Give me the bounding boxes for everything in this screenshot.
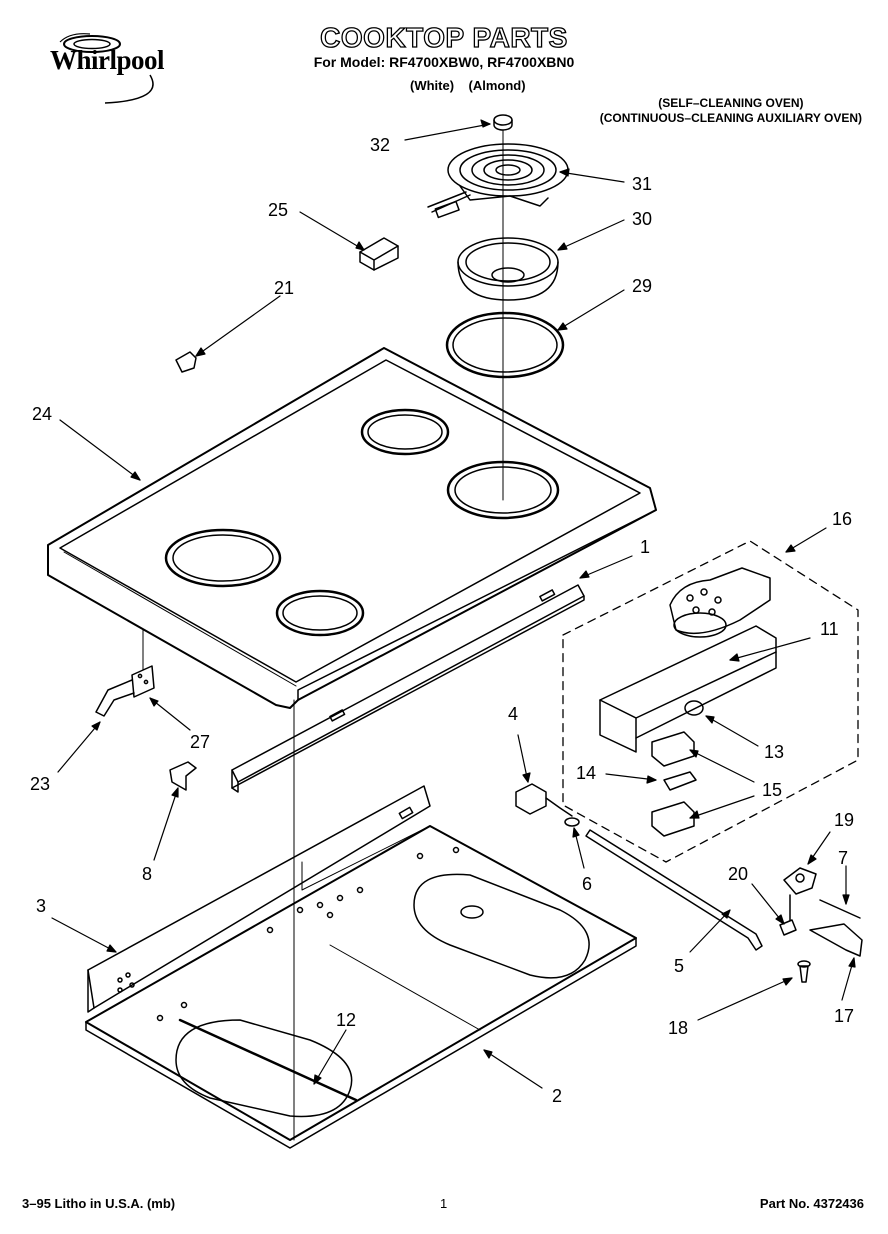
callout-3: 3 (36, 896, 46, 916)
callout-12: 12 (336, 1010, 356, 1030)
part-21-clip (175, 351, 197, 373)
callout-13: 13 (764, 742, 784, 762)
footer-page-number: 1 (440, 1196, 448, 1211)
color-white: (White) (410, 78, 455, 93)
callout-27: 27 (190, 732, 210, 752)
callout-14: 14 (576, 763, 596, 783)
oven-note-self-cleaning: (SELF–CLEANING OVEN) (658, 96, 804, 110)
part-2-bottom-pan (85, 825, 637, 1149)
part-5-rod (585, 829, 763, 951)
part-31-surface-element (427, 143, 569, 219)
callout-31: 31 (632, 174, 652, 194)
part-16-switch-assembly (562, 540, 859, 863)
oven-note-continuous: (CONTINUOUS–CLEANING AUXILIARY OVEN) (599, 111, 862, 125)
callout-21: 21 (274, 278, 294, 298)
color-almond: (Almond) (468, 78, 526, 93)
part-30-drip-bowl (457, 237, 559, 301)
callout-16: 16 (832, 509, 852, 529)
part-32-cap (493, 114, 513, 131)
part-24-cooktop (47, 347, 657, 709)
part-3-rear-channel (87, 785, 431, 1013)
callout-20: 20 (728, 864, 748, 884)
part-17-20-latch (779, 867, 863, 983)
model-colors: (White) (Almond) (410, 78, 526, 93)
part-4-6-lamp (515, 783, 580, 827)
callout-24: 24 (32, 404, 52, 424)
callout-32: 32 (370, 135, 390, 155)
footer-part-number: Part No. 4372436 (759, 1196, 864, 1211)
part-8-clip (169, 761, 197, 791)
oven-note: (SELF–CLEANING OVEN) (CONTINUOUS–CLEANIN… (600, 96, 862, 126)
callout-7: 7 (838, 848, 848, 868)
part-1-front-rail (231, 584, 585, 793)
callout-1: 1 (640, 537, 650, 557)
callout-17: 17 (834, 1006, 854, 1026)
callout-19: 19 (834, 810, 854, 830)
part-23-27-bracket (95, 665, 155, 717)
callout-5: 5 (674, 956, 684, 976)
part-12-wire (178, 1018, 358, 1102)
callout-25: 25 (268, 200, 288, 220)
brand-name: Whirlpool (50, 45, 165, 75)
callout-18: 18 (668, 1018, 688, 1038)
callout-2: 2 (552, 1086, 562, 1106)
callout-4: 4 (508, 704, 518, 724)
callout-30: 30 (632, 209, 652, 229)
callout-11: 11 (820, 619, 839, 639)
leader-lines (51, 119, 856, 1089)
footer-litho: 3–95 Litho in U.S.A. (mb) (22, 1196, 176, 1211)
callout-15: 15 (762, 780, 782, 800)
callout-23: 23 (30, 774, 50, 794)
part-29-trim-ring (445, 311, 565, 379)
brand-logo-icon (59, 33, 154, 104)
callout-29: 29 (632, 276, 652, 296)
callout-6: 6 (582, 874, 592, 894)
model-numbers: For Model: RF4700XBW0, RF4700XBN0 (313, 54, 575, 70)
part-25-terminal-block (359, 237, 399, 271)
page-title: COOKTOP PARTS (320, 21, 568, 53)
callout-8: 8 (142, 864, 152, 884)
